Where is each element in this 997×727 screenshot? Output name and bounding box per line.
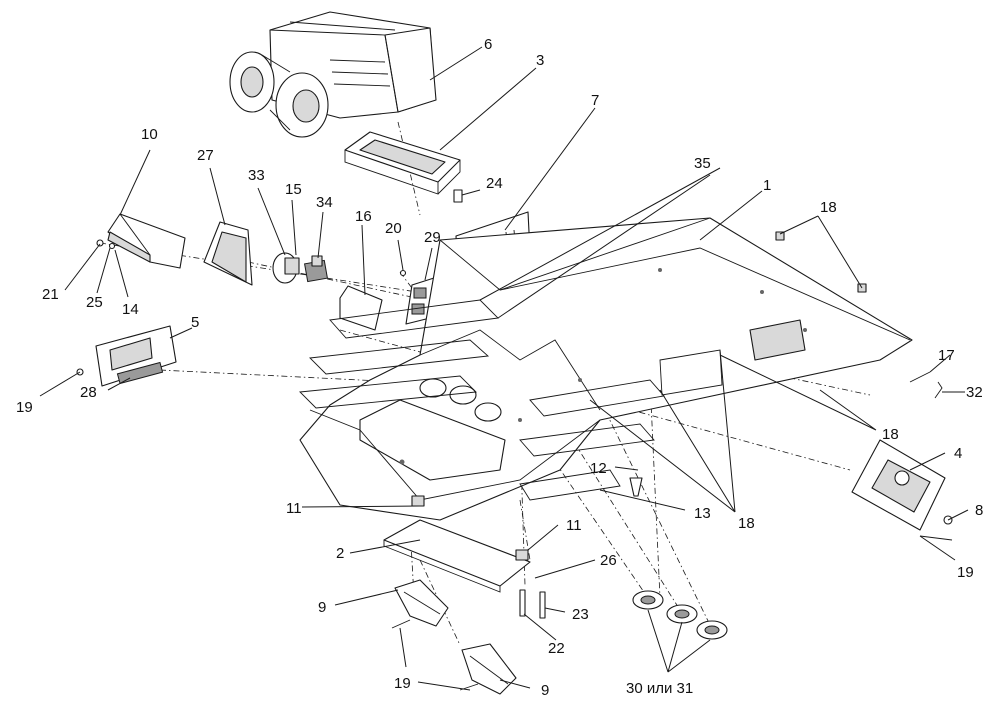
callout-25: 25: [86, 294, 103, 311]
leader-lines: [39, 46, 969, 691]
callout-21: 21: [42, 286, 59, 303]
callout-28: 28: [80, 384, 97, 401]
glovebox-lid-2: [383, 519, 531, 593]
callout-23: 23: [572, 606, 589, 623]
callout-26: 26: [600, 552, 617, 569]
callout-10: 10: [141, 126, 158, 143]
bracket-10: [96, 213, 186, 269]
speakers-30-31: [632, 590, 728, 640]
callout-18-top: 18: [820, 199, 837, 216]
callout-20: 20: [385, 220, 402, 237]
callout-27: 27: [197, 147, 214, 164]
callout-9-upper: 9: [318, 599, 326, 616]
dashboard-body-1: [299, 217, 913, 521]
callout-14: 14: [122, 301, 139, 318]
callout-13: 13: [694, 505, 711, 522]
callout-1: 1: [763, 177, 771, 194]
callout-19-bottom: 19: [394, 675, 411, 692]
callout-19-right: 19: [957, 564, 974, 581]
connectors-33-15-34: [272, 252, 328, 284]
callout-35: 35: [694, 155, 711, 172]
callout-6: 6: [484, 36, 492, 53]
callout-15: 15: [285, 181, 302, 198]
callout-17: 17: [938, 347, 955, 364]
callout-22: 22: [548, 640, 565, 657]
heater-blower-unit: [229, 11, 437, 138]
trim-9-upper: [391, 579, 449, 629]
callout-34: 34: [316, 194, 333, 211]
callout-4: 4: [954, 445, 962, 462]
callout-32: 32: [966, 384, 983, 401]
callout-18-bottom: 18: [738, 515, 755, 532]
side-panel-4: [851, 439, 953, 541]
callout-12: 12: [590, 460, 607, 477]
control-panel-5: [76, 325, 177, 387]
plate-16: [339, 285, 383, 331]
callout-24: 24: [486, 175, 503, 192]
cover-27: [203, 221, 253, 286]
callout-5: 5: [191, 314, 199, 331]
callout-8: 8: [975, 502, 983, 519]
callout-2: 2: [336, 545, 344, 562]
callout-33: 33: [248, 167, 265, 184]
callout-labels: 6 3 7 10 27 35 33 24 1 15 34 18 16 20 29…: [16, 36, 983, 699]
callout-11-upper: 11: [286, 500, 302, 517]
callout-7: 7: [591, 92, 599, 109]
small-parts: [519, 371, 943, 619]
callout-30-31: 30 или 31: [626, 680, 693, 697]
trim-9-lower: [459, 643, 517, 695]
callout-3: 3: [536, 52, 544, 69]
callout-16: 16: [355, 208, 372, 225]
callout-18-right: 18: [882, 426, 899, 443]
screw-24-icon: [453, 189, 463, 203]
callout-19-left: 19: [16, 399, 33, 416]
callout-29: 29: [424, 229, 441, 246]
callout-11-lower: 11: [566, 517, 582, 534]
callout-9-lower: 9: [541, 682, 549, 699]
duct-flange: [344, 131, 463, 203]
